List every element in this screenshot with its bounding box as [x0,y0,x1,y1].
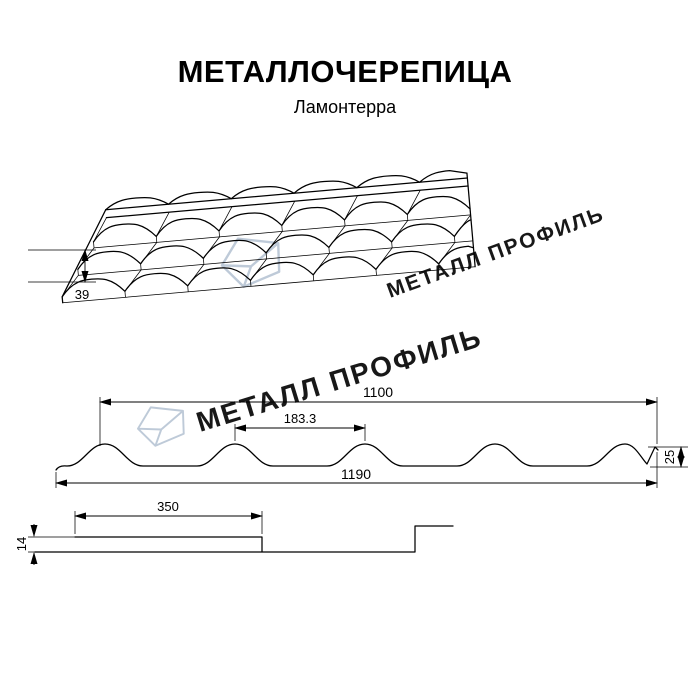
dim-14-label: 14 [14,537,29,551]
step-profile-lines [34,525,454,553]
brand-logo-icon-2 [136,406,185,447]
rake-edge [61,209,107,304]
tile-row-2 [77,219,472,270]
page-title: МЕТАЛЛОЧЕРЕПИЦА [178,54,513,89]
watermark-text-2: МЕТАЛЛ ПРОФИЛЬ [193,321,486,437]
dim-25: 25 [648,446,688,468]
watermark-text: МЕТАЛЛ ПРОФИЛЬ [384,203,608,303]
right-edge [466,172,476,268]
dim-350-label: 350 [157,499,179,514]
step-profile: 350 14 [14,499,454,565]
ridge-cap-waves [105,169,468,211]
cross-section: 1100 183.3 25 1190 [55,384,688,488]
dim-1190: 1190 [55,452,658,488]
dim-183: 183.3 [234,411,366,441]
header: МЕТАЛЛОЧЕРЕПИЦА Ламонтерра [178,54,513,117]
dim-39-extension-lines [28,249,96,283]
dim-14-extension-lines [28,536,75,553]
dim-1190-label: 1190 [341,466,371,482]
dim-1100: 1100 [99,384,658,446]
dim-350-extension-lines [74,511,263,534]
dim-39: 39 [28,249,96,302]
dim-183-label: 183.3 [284,411,317,426]
dim-183-extension-lines [234,424,366,441]
dim-1100-label: 1100 [363,384,393,400]
perspective-view: 39 [28,169,476,304]
watermarks: МЕТАЛЛ ПРОФИЛЬ МЕТАЛЛ ПРОФИЛЬ [136,203,608,447]
brand-logo-icon [220,237,281,288]
dim-14: 14 [14,524,75,565]
dim-25-label: 25 [662,450,677,464]
tile-row-1 [92,195,471,243]
ridge-line [105,177,469,219]
dim-350: 350 [74,499,263,534]
profile-curve [55,443,659,471]
dim-39-label: 39 [75,287,89,302]
page-subtitle: Ламонтерра [294,97,397,117]
